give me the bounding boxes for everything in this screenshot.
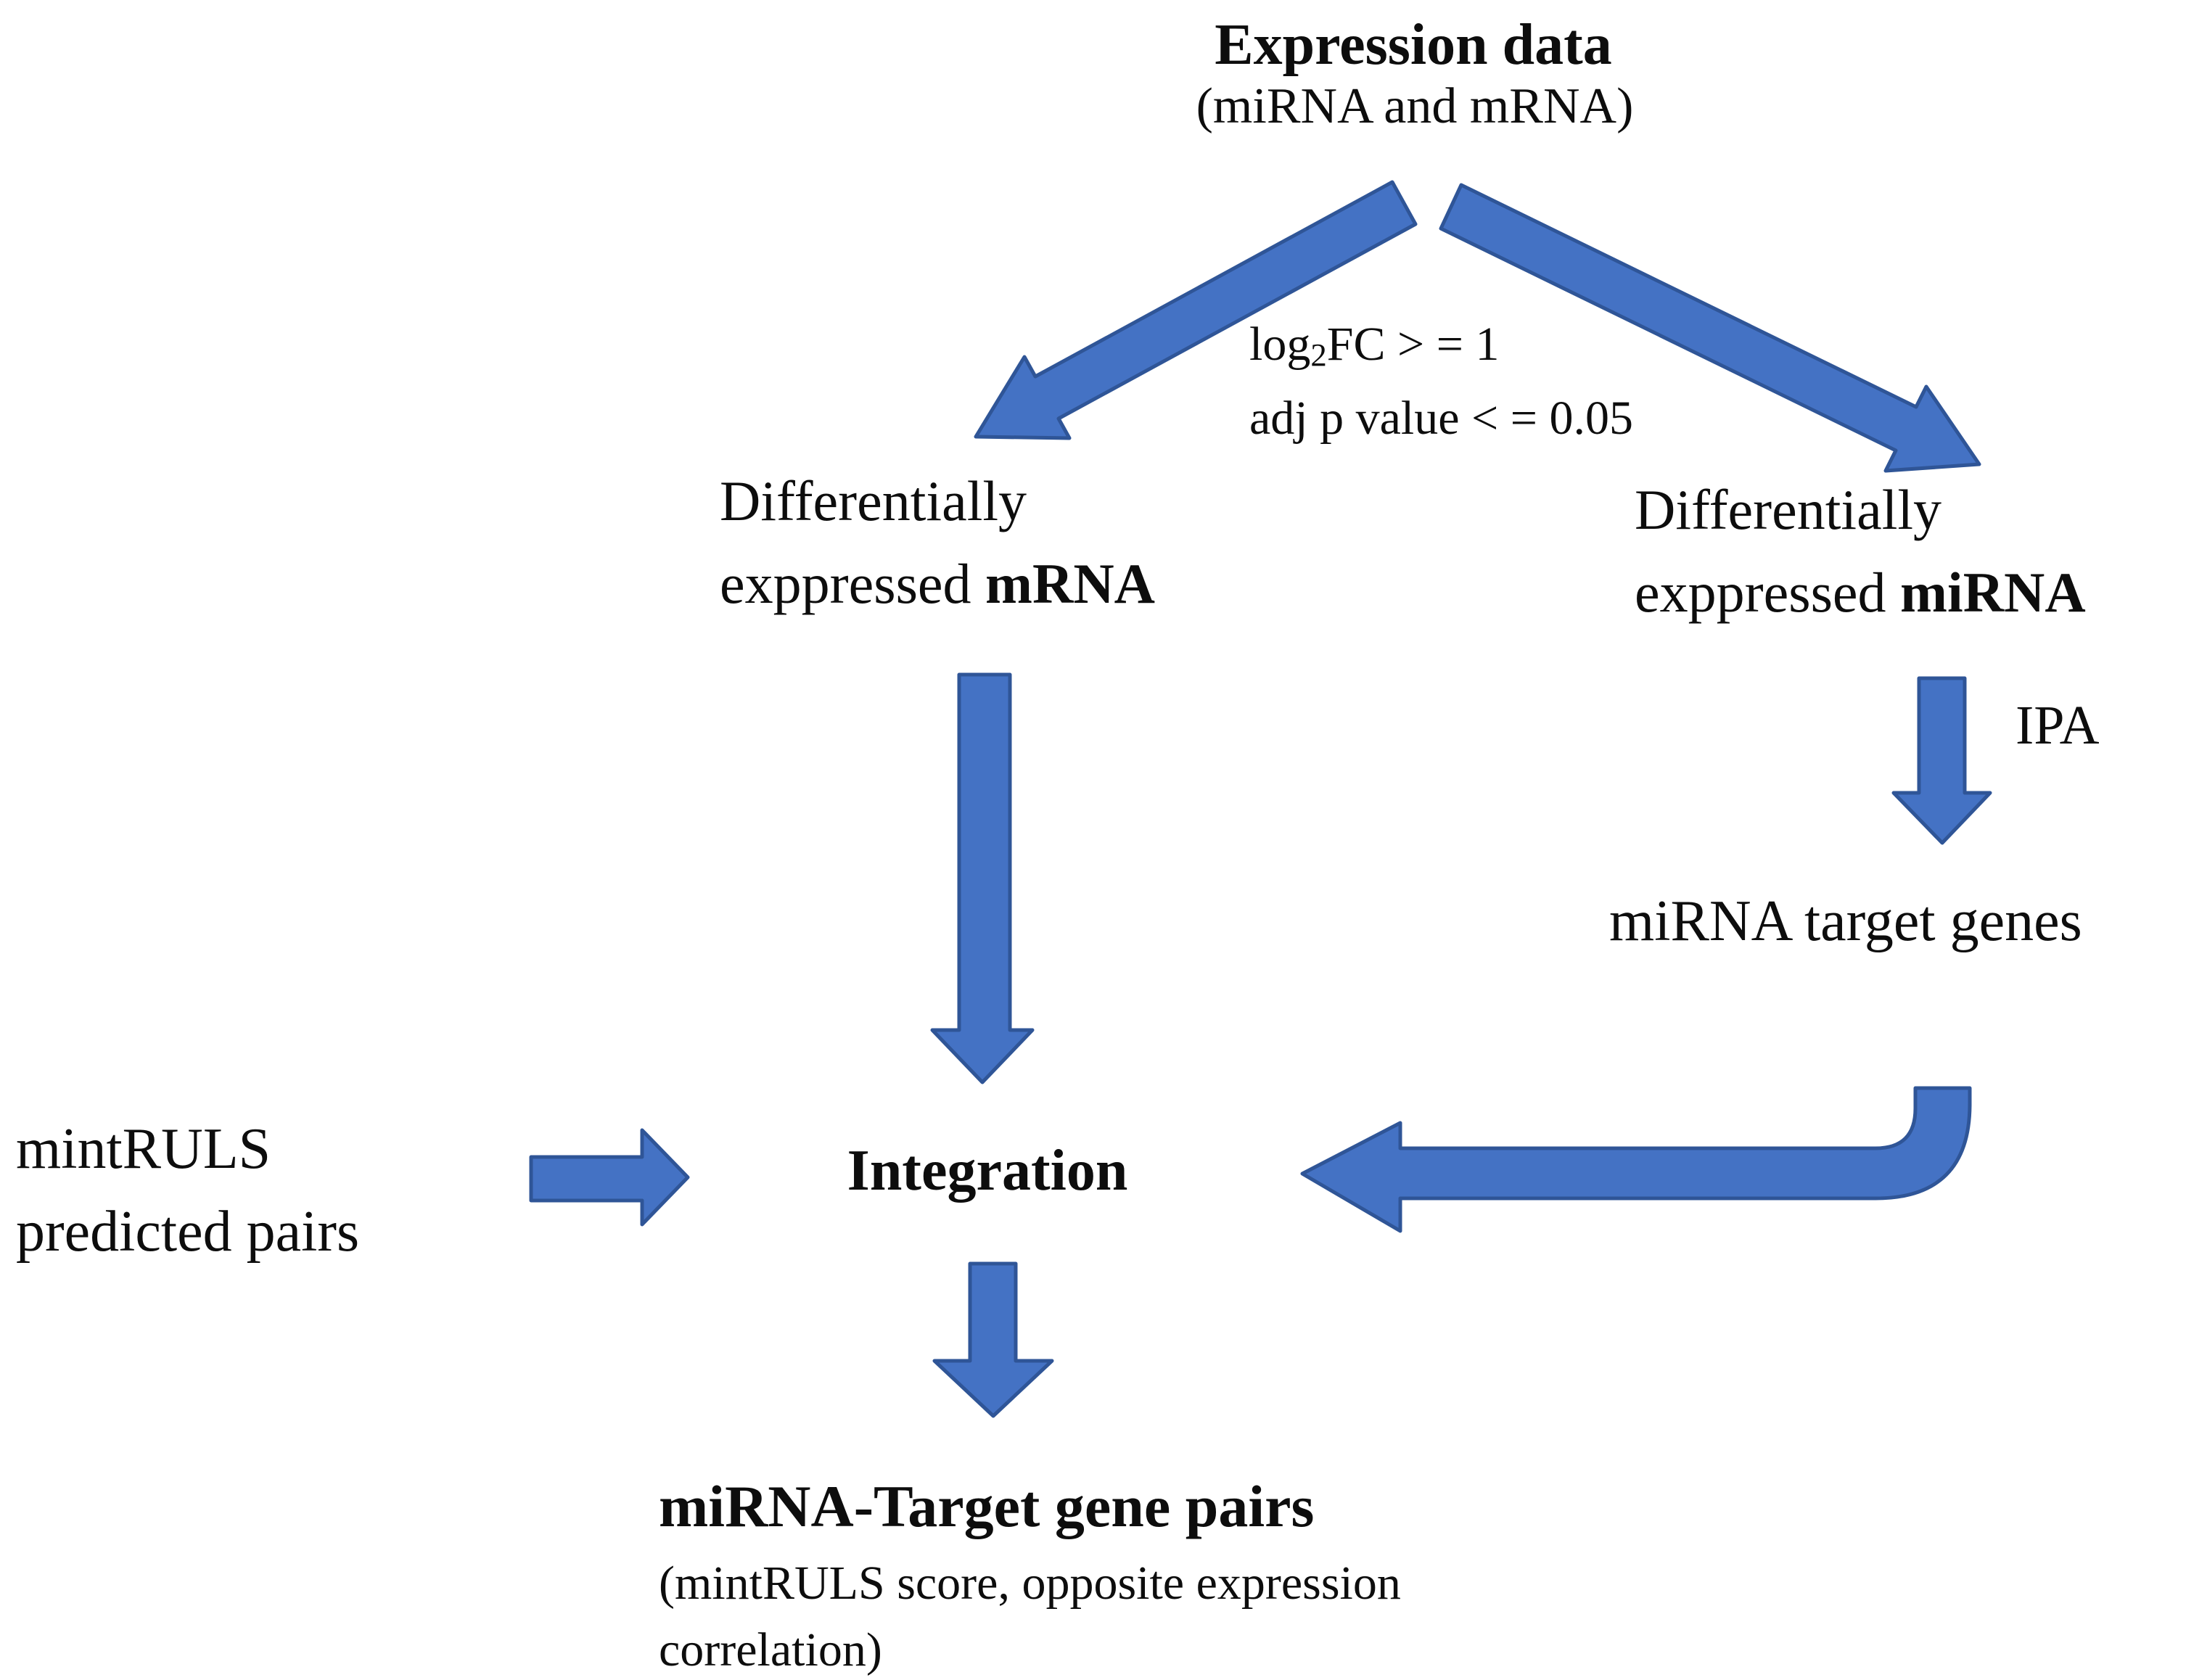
page-title: Expression data [1215,13,1612,77]
filter-log2fc: log2FC > = 1 [1249,318,1500,374]
mirna-emphasis: miRNA [1900,561,2086,624]
mintruls-to-integration-arrow [529,1128,690,1227]
targets-to-integration-arrow [1300,1086,1972,1233]
filter-criteria: log2FC > = 1 adj p value < = 0.05 [1249,321,1633,469]
integration-label: Integration [847,1139,1128,1203]
result-subtitle-line1: (mintRULS score, opposite expression [659,1557,1401,1610]
result-title: miRNA-Target gene pairs [659,1473,1315,1539]
mrna-to-integration-arrow [930,672,1035,1084]
result-subtitle-line2: correlation) [659,1623,882,1676]
page-subtitle: (miRNA and mRNA) [1196,78,1634,134]
de-mirna-label: Differentially exppressed miRNA [1635,478,2086,624]
log2-subscript: 2 [1310,337,1327,374]
ipa-label: IPA [2016,695,2100,756]
integration-to-result-arrow [932,1261,1054,1418]
filter-adj-p-value: adj p value < = 0.05 [1249,392,1633,445]
expression-to-mirna-arrow [1439,183,1981,473]
mrna-emphasis: mRNA [985,552,1156,615]
de-mrna-label: Differentially exppressed mRNA [720,469,1156,615]
mintruls-predicted-pairs-label: mintRULS predicted pairs [16,1117,360,1264]
mirna-to-targets-arrow [1891,676,1992,845]
expression-to-mrna-arrow [974,180,1418,440]
mirna-target-genes-label: miRNA target genes [1609,889,2082,953]
